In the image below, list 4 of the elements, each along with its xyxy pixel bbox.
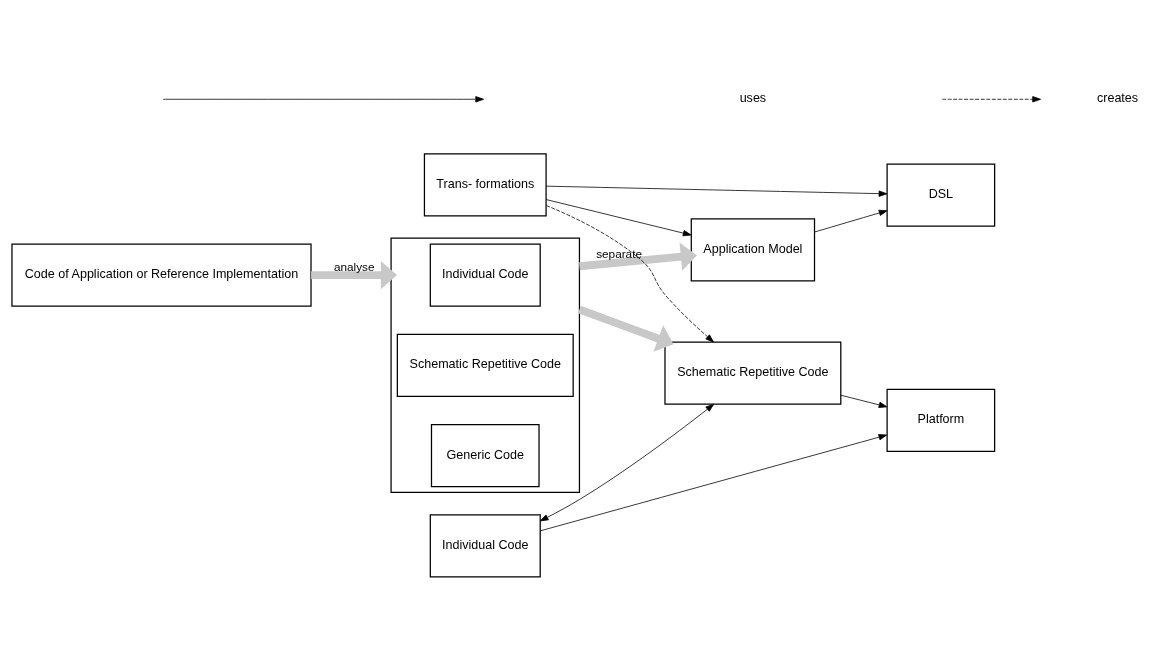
edge-label: separate — [596, 246, 642, 260]
legend-label: uses — [739, 91, 767, 106]
legend-label: creates — [1096, 91, 1139, 106]
edge-label: analyse — [333, 260, 375, 274]
